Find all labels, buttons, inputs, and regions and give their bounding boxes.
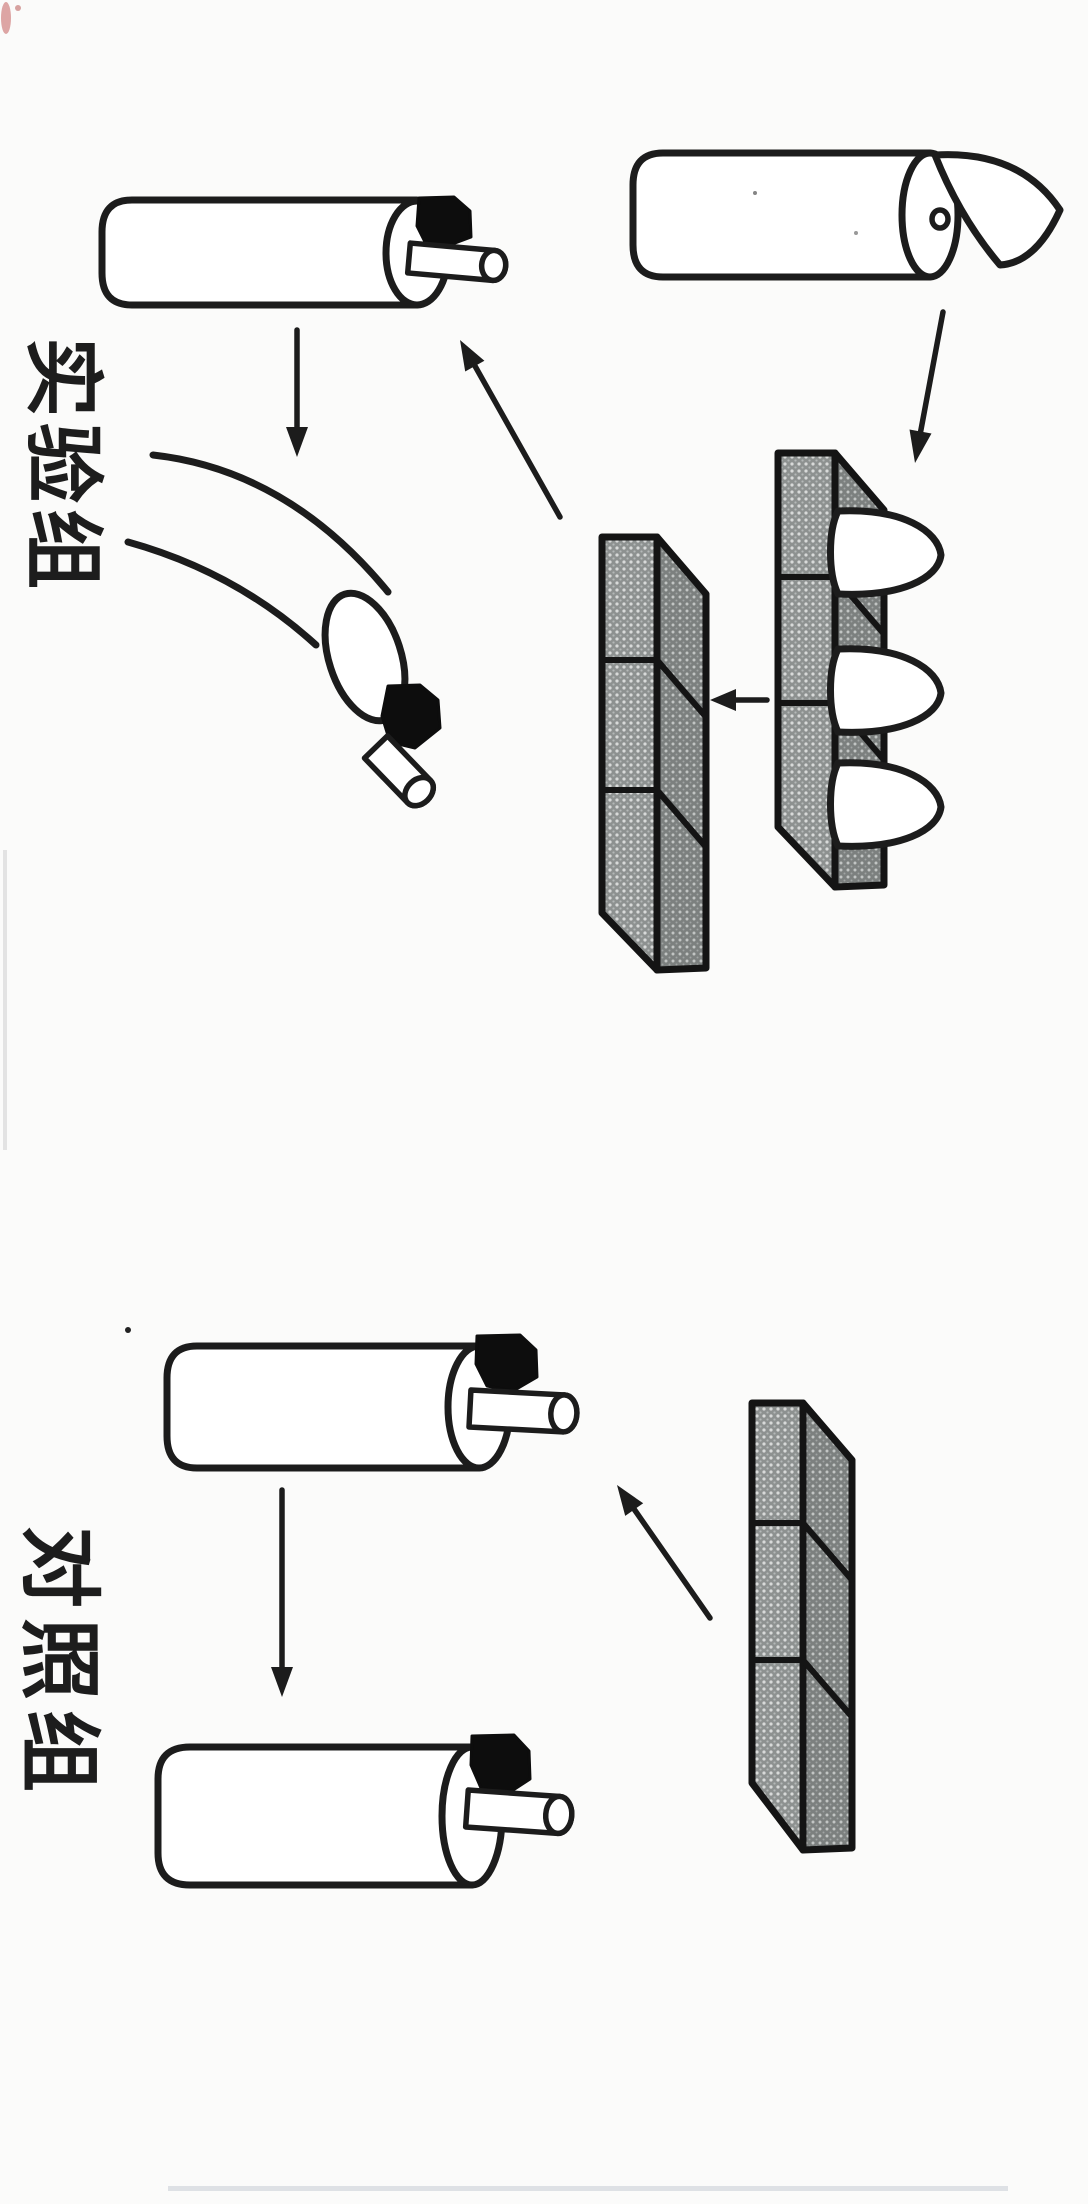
leaf-primordium-dot <box>929 207 951 231</box>
black-agar-block-on-bent <box>380 683 442 750</box>
agar-front-face <box>774 449 839 891</box>
straight-coleoptile-result <box>154 1733 575 1889</box>
coleoptile-body <box>629 149 934 281</box>
intact-coleoptile-with-cut-tip <box>629 149 1064 281</box>
arrow-agar-to-stump-control <box>617 1485 713 1621</box>
scan-artifacts <box>1 2 1008 2191</box>
inner-leaf-cylinder <box>361 733 437 809</box>
stump-body <box>163 1342 483 1472</box>
page-edge-line <box>168 2186 1008 2191</box>
arrow-growth-result-control <box>271 1487 293 1697</box>
agar-top-face <box>799 1399 856 1854</box>
agar-front-face <box>598 533 661 974</box>
arrow-tip-to-agar <box>909 309 946 463</box>
agar-division-lines <box>749 1520 855 1720</box>
stump-body <box>154 1743 476 1889</box>
agar-division-lines <box>775 574 887 763</box>
gray-edge-streak <box>3 850 7 1150</box>
ink-speck <box>125 1327 131 1333</box>
bent-coleoptile-result <box>124 451 442 809</box>
arrow-agar-to-stump <box>460 340 563 520</box>
bent-outline-right <box>124 538 320 649</box>
control-group-label: 对照组 <box>11 1526 106 1802</box>
black-agar-block-on-stump <box>415 195 473 248</box>
coleoptile-tip-2 <box>827 645 945 736</box>
black-agar-block-on-stump <box>474 1333 539 1393</box>
untreated-agar-blocks <box>748 1399 856 1854</box>
experimental-group: 实验组 <box>16 149 1064 974</box>
inner-leaf-cylinder <box>404 240 509 284</box>
agar-top-face <box>653 533 710 974</box>
bent-outline-left <box>149 451 392 596</box>
ink-speck <box>753 191 757 195</box>
stump-body <box>98 196 421 309</box>
red-scan-dot <box>15 5 21 11</box>
agar-division-lines <box>599 657 709 850</box>
experimental-group-label: 实验组 <box>16 337 109 595</box>
black-agar-block-on-stump <box>469 1733 532 1796</box>
control-decapitated-coleoptile <box>163 1333 580 1472</box>
control-group: 对照组 <box>11 1333 856 1889</box>
transfer-arrow <box>710 689 770 711</box>
plain-agar-blocks <box>598 533 710 974</box>
detached-tip-cone <box>931 151 1064 269</box>
inner-leaf-cylinder <box>466 1387 580 1435</box>
agar-blocks-with-three-tips <box>774 449 945 891</box>
red-scan-mark <box>1 2 11 34</box>
inner-leaf-cylinder <box>462 1787 575 1837</box>
agar-front-face <box>748 1399 807 1854</box>
arrow-growth-result <box>286 327 308 457</box>
coleoptile-tip-1 <box>827 507 945 598</box>
decapitated-coleoptile <box>98 195 509 309</box>
ink-speck <box>854 231 858 235</box>
coleoptile-tip-3 <box>827 759 945 850</box>
